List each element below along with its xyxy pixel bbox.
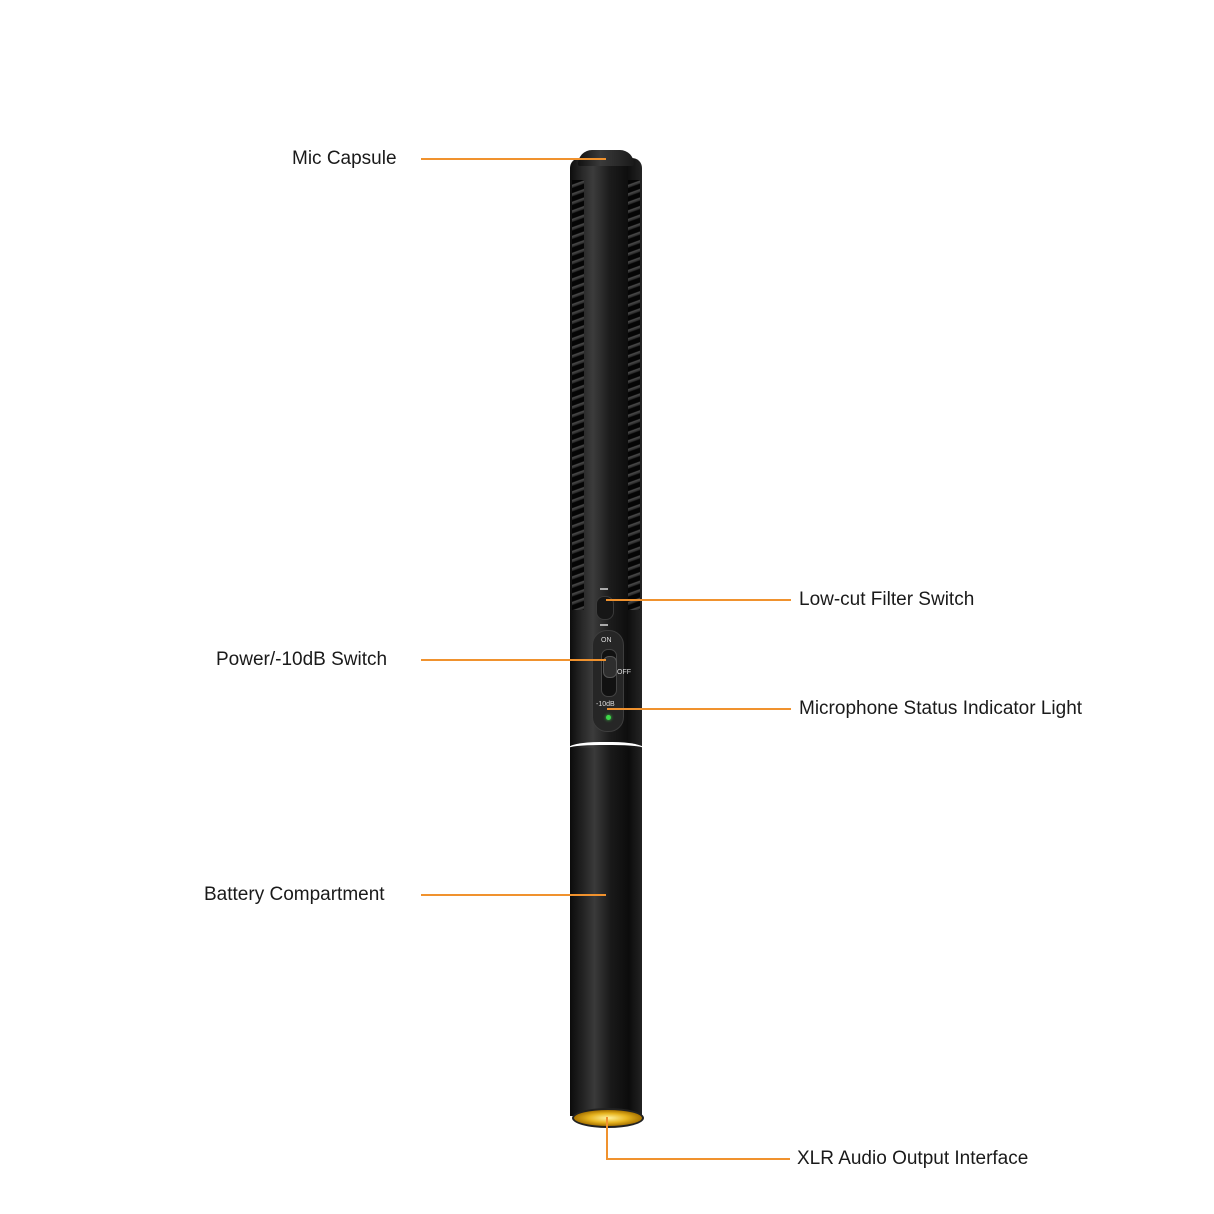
leader-mic-capsule [421,158,606,160]
switch-slot [601,649,617,697]
label-mic-capsule: Mic Capsule [292,148,397,169]
power-switch-panel: ON OFF -10dB [592,630,631,732]
label-battery-compartment: Battery Compartment [204,884,385,905]
switch-on-mark: ON [601,637,612,644]
leader-xlr-vertical [606,1117,608,1160]
grille-left [572,180,584,610]
low-cut-filter-switch [596,596,614,620]
label-xlr-output: XLR Audio Output Interface [797,1148,1029,1169]
xlr-connector [572,1108,644,1128]
grille-right [628,180,640,610]
status-led [606,715,611,720]
mic-capsule-cap [578,150,634,166]
leader-low-cut-filter-switch [606,599,791,601]
leader-status-indicator [607,708,791,710]
label-status-indicator: Microphone Status Indicator Light [799,698,1083,719]
low-cut-mark-top [600,588,608,590]
low-cut-mark-bottom [600,624,608,626]
leader-xlr-horizontal [606,1158,790,1160]
microphone-body: ON OFF -10dB [568,150,644,1128]
leader-battery-compartment [421,894,606,896]
leader-power-switch [421,659,606,661]
switch-10db-mark: -10dB [596,701,615,708]
switch-knob [603,656,617,678]
mic-upper-body: ON OFF -10dB [570,158,642,748]
label-power-switch: Power/-10dB Switch [216,649,388,670]
battery-compartment-body [570,748,642,1116]
white-ring [568,742,644,755]
label-low-cut-filter-switch: Low-cut Filter Switch [799,589,975,610]
switch-off-mark: OFF [617,669,631,676]
